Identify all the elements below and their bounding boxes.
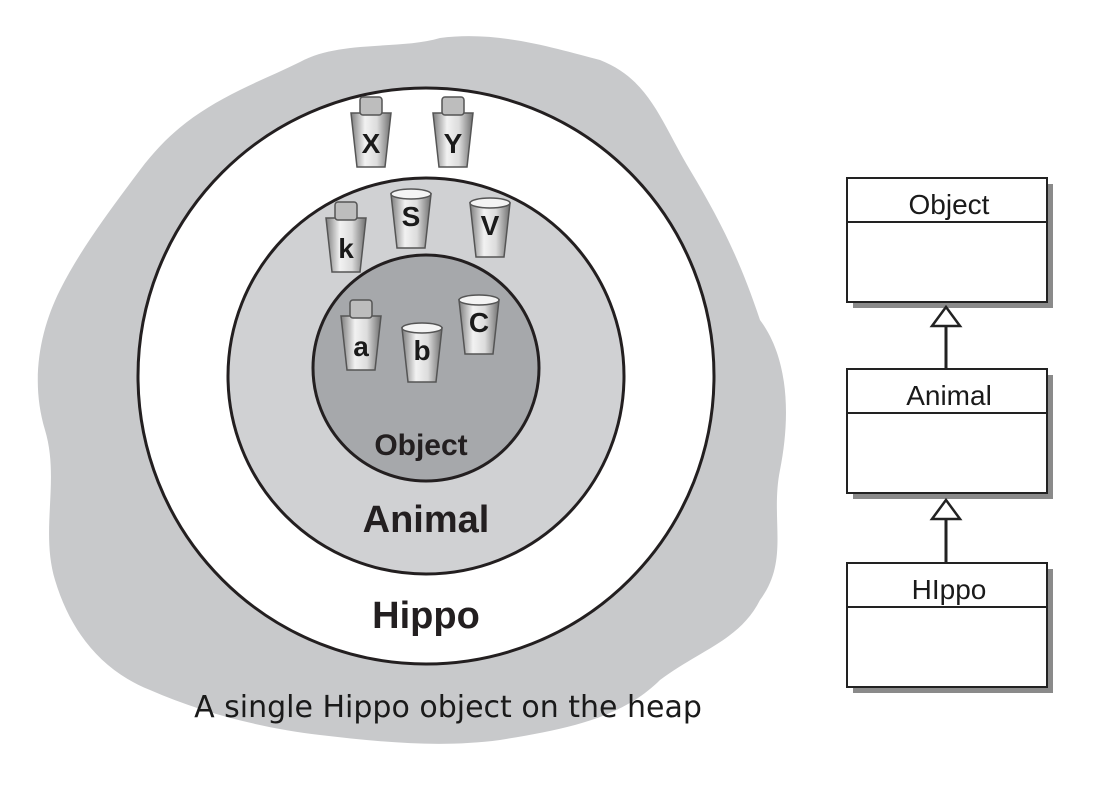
remote-icon: k bbox=[325, 201, 367, 273]
uml-class-object: Object bbox=[846, 177, 1053, 308]
inheritance-arrow bbox=[929, 497, 963, 563]
svg-text:k: k bbox=[338, 233, 354, 264]
remote-icon: X bbox=[350, 96, 392, 168]
uml-class-animal: Animal bbox=[846, 368, 1053, 499]
svg-text:C: C bbox=[469, 307, 489, 338]
uml-class-name: Object bbox=[909, 189, 990, 220]
hippo-ring-label: Hippo bbox=[372, 595, 480, 637]
svg-text:X: X bbox=[362, 128, 381, 159]
uml-class-name: Animal bbox=[906, 380, 992, 411]
remote-icon: a bbox=[340, 299, 382, 371]
svg-text:b: b bbox=[413, 335, 430, 366]
svg-text:a: a bbox=[353, 331, 369, 362]
uml-diagram: Object Animal HIppo bbox=[846, 177, 1053, 693]
heap-caption: A single Hippo object on the heap bbox=[194, 690, 702, 725]
svg-text:V: V bbox=[481, 210, 500, 241]
cup-icon: b bbox=[401, 322, 443, 383]
cup-icon: C bbox=[458, 294, 500, 355]
animal-ring-label: Animal bbox=[363, 499, 490, 541]
object-ring-label: Object bbox=[374, 429, 467, 462]
svg-text:Y: Y bbox=[444, 128, 463, 159]
cup-icon: S bbox=[390, 188, 432, 249]
svg-text:S: S bbox=[402, 201, 421, 232]
remote-icon: Y bbox=[432, 96, 474, 168]
cup-icon: V bbox=[469, 197, 511, 258]
cups-group: X Y k S V a b bbox=[325, 96, 511, 383]
inheritance-arrow bbox=[929, 304, 963, 369]
uml-class-hippo: HIppo bbox=[846, 562, 1053, 693]
uml-class-name: HIppo bbox=[912, 574, 987, 605]
